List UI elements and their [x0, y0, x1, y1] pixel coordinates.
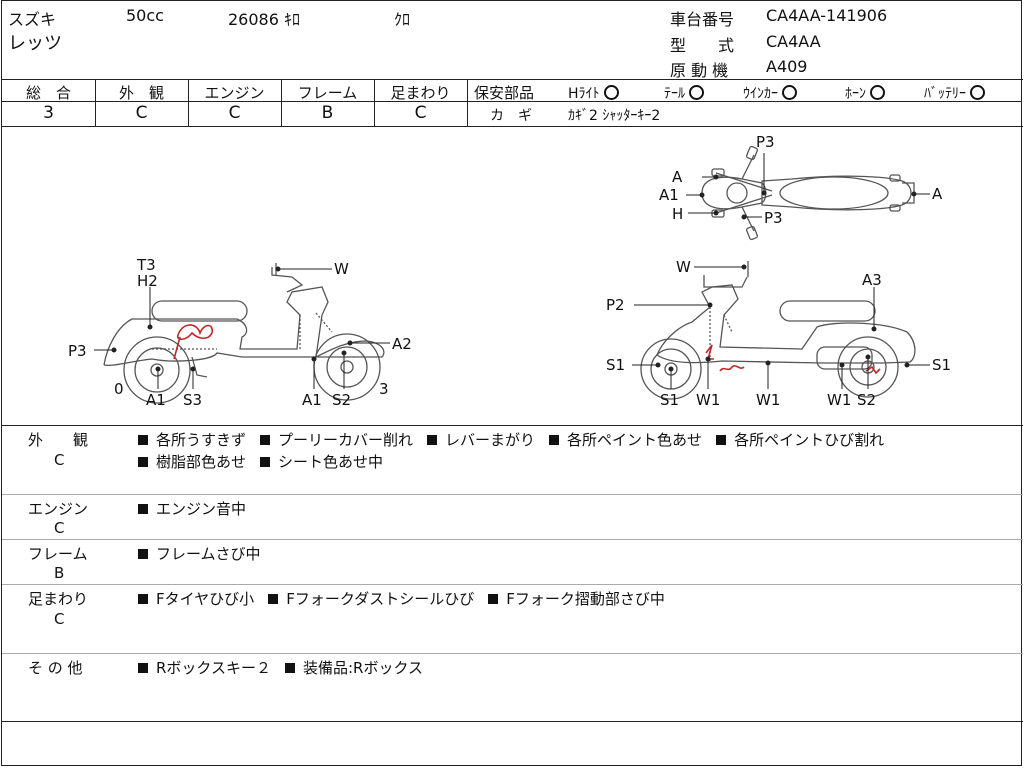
finding-item: Fフォークダストシールひび [268, 590, 474, 608]
label-right-s1: S1 [606, 356, 625, 374]
section-frame-items: フレームさび中 [138, 543, 261, 564]
score-suspension-label: 足まわり [390, 84, 451, 102]
score-frame-value: B [321, 103, 334, 123]
score-total-label: 総 合 [25, 84, 71, 102]
ok-circle-icon [782, 85, 797, 100]
section-engine-grade: C [54, 519, 65, 537]
frame-number-value: CA4AA-141906 [766, 6, 888, 25]
label-left-s3: S3 [183, 391, 202, 409]
section-suspension-items: Fタイヤひび小 Fフォークダストシールひび Fフォーク摺動部さび中 [138, 588, 665, 609]
section-frame-grade: B [54, 564, 65, 582]
score-total-value: 3 [43, 103, 54, 123]
score-engine-label: エンジン [204, 84, 265, 102]
finding-item: フレームさび中 [138, 545, 261, 563]
label-left-3: 3 [379, 380, 389, 398]
finding-item: Fフォーク摺動部さび中 [488, 590, 665, 608]
score-exterior-value: C [135, 103, 148, 123]
section-engine-items: エンジン音中 [138, 498, 246, 519]
section-suspension-title: 足まわり [28, 590, 89, 608]
score-engine-value: C [228, 103, 241, 123]
scooter-top-view [701, 145, 915, 241]
safety-headlight: Hﾗｲﾄ [568, 83, 619, 103]
label-left-p3: P3 [68, 342, 87, 360]
section-suspension-grade: C [54, 610, 65, 628]
score-frame-label: フレーム [297, 84, 358, 102]
label-left-w: W [334, 260, 349, 278]
label-right-s1-rear: S1 [932, 356, 951, 374]
section-exterior-title: 外 観 [28, 431, 89, 449]
frame-number-label: 車台番号 [670, 10, 735, 29]
finding-item: エンジン音中 [138, 500, 246, 518]
key-value: ｶｷﾞ2 ｼｬｯﾀｰｷｰ2 [568, 108, 661, 124]
label-left-t3: T3 [136, 256, 156, 274]
label-top-p3b: P3 [764, 209, 783, 227]
section-exterior-grade: C [54, 451, 65, 469]
label-top-a: A [672, 168, 683, 186]
ok-circle-icon [970, 85, 985, 100]
color: ｸﾛ [394, 10, 411, 29]
label-left-a1: A1 [146, 391, 166, 409]
label-top-a-rear: A [932, 185, 943, 203]
scooter-diagram: P3 A A1 H P3 A T3 H2 W P3 A2 0 3 A1 S3 A… [68, 133, 951, 409]
label-left-a2: A2 [392, 335, 412, 353]
model-name: レッツ [8, 33, 62, 54]
finding-item: レバーまがり [427, 431, 535, 449]
safety-taillight: ﾃｰﾙ [664, 83, 704, 103]
finding-item: 装備品:Rボックス [284, 659, 423, 677]
engine-model-label: 原 動 機 [670, 61, 729, 80]
section-exterior-items-line1: 各所うすきずプーリーカバー削れレバーまがり各所ペイント色あせ各所ペイントひび割れ [138, 429, 884, 450]
finding-item: Fタイヤひび小 [138, 590, 254, 608]
finding-item: 各所うすきず [138, 431, 246, 449]
finding-item: 樹脂部色あせ [138, 453, 246, 471]
label-right-a3: A3 [862, 271, 882, 289]
model-type-value: CA4AA [766, 32, 821, 51]
finding-item: シート色あせ中 [260, 453, 383, 471]
finding-item: 各所ペイントひび割れ [716, 431, 884, 449]
label-right-w: W [676, 258, 691, 276]
label-right-p2: P2 [606, 296, 625, 314]
safety-horn: ﾎｰﾝ [845, 83, 885, 103]
score-suspension-value: C [414, 103, 427, 123]
label-left-s2: S2 [332, 391, 351, 409]
label-left-a1b: A1 [302, 391, 322, 409]
safety-winker: ｳｲﾝｶｰ [743, 83, 797, 103]
damage-marks [173, 324, 881, 375]
key-label: カ ギ [490, 108, 532, 124]
safety-parts-title: 保安部品 [474, 84, 535, 102]
section-exterior-items-line2: 樹脂部色あせシート色あせ中 [138, 451, 383, 472]
finding-item: 各所ペイント色あせ [549, 431, 702, 449]
ok-circle-icon [603, 85, 619, 100]
displacement: 50cc [126, 6, 164, 25]
label-top-h: H [672, 205, 683, 223]
finding-item: Rボックスキー２ [138, 659, 271, 677]
model-type-label: 型 式 [670, 36, 735, 55]
finding-item: プーリーカバー削れ [260, 431, 413, 449]
label-top-p3: P3 [756, 133, 775, 151]
diagram-labels: P3 A A1 H P3 A T3 H2 W P3 A2 0 3 A1 S3 A… [68, 133, 951, 409]
section-other-items: Rボックスキー２ 装備品:Rボックス [138, 657, 423, 678]
mileage: 26086 ｷﾛ [228, 10, 300, 29]
score-exterior-label: 外 観 [118, 84, 164, 102]
ok-circle-icon [870, 85, 885, 100]
safety-battery: ﾊﾞｯﾃﾘｰ [924, 83, 985, 103]
label-left-h2: H2 [137, 272, 158, 290]
label-left-0: 0 [114, 380, 124, 398]
scooter-left-view [103, 263, 385, 404]
section-other-title: そ の 他 [28, 659, 83, 677]
label-right-w1: W1 [696, 391, 720, 409]
label-right-w1b: W1 [756, 391, 780, 409]
label-top-a1: A1 [659, 186, 679, 204]
label-right-s2: S2 [857, 391, 876, 409]
engine-model-value: A409 [766, 57, 808, 76]
ok-circle-icon [689, 85, 704, 100]
label-right-w1c: W1 [827, 391, 851, 409]
section-frame-title: フレーム [28, 545, 88, 563]
maker: スズキ [8, 10, 57, 29]
label-right-s1-bottom: S1 [660, 391, 679, 409]
section-engine-title: エンジン [28, 500, 89, 518]
